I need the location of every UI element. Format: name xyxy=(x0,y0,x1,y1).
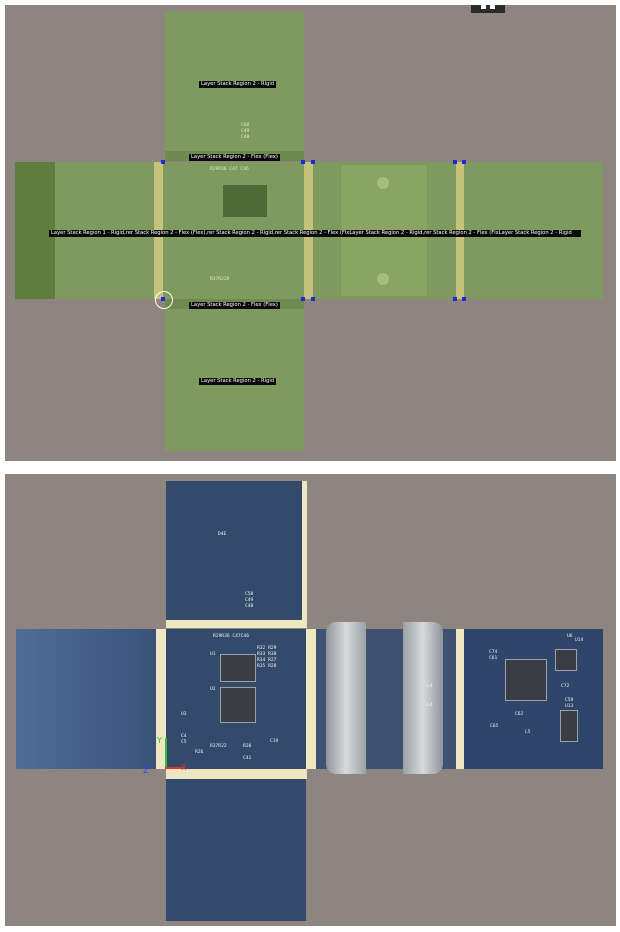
connector-housing xyxy=(326,622,366,774)
flex-stiffener xyxy=(166,620,307,628)
board-2d-viewport[interactable]: Layer Stack Region 2 - Rigid Layer Stack… xyxy=(5,5,616,461)
bend-marker[interactable] xyxy=(462,297,466,301)
designator: C48 xyxy=(245,604,254,609)
flex-stiffener xyxy=(166,769,307,779)
antenna-board xyxy=(16,629,156,769)
designator: C72 xyxy=(561,684,570,689)
antenna-region xyxy=(15,162,55,299)
designator: L5 xyxy=(525,730,531,735)
component-block xyxy=(223,185,267,217)
region-label-top-flex: Layer Stack Region 2 - Flex (Flex) xyxy=(189,154,280,161)
designator: U13 xyxy=(565,704,574,709)
connector-housing xyxy=(403,622,443,774)
designator: C41 xyxy=(243,756,252,761)
origin-crosshair-icon xyxy=(155,291,173,309)
designator: R37R22 xyxy=(210,744,227,749)
axis-z-label: Z xyxy=(143,766,150,776)
flex-stiffener xyxy=(306,629,316,769)
designator: D4E xyxy=(218,532,227,537)
designator: R32 R29 xyxy=(257,646,277,651)
flex-stiffener xyxy=(302,481,307,628)
flex-stiffener xyxy=(156,629,166,769)
bend-marker[interactable] xyxy=(301,160,305,164)
bend-marker[interactable] xyxy=(462,160,466,164)
bend-marker[interactable] xyxy=(311,160,315,164)
designator: R29R36 C47C46 xyxy=(213,634,249,639)
designator: C5 xyxy=(181,740,187,745)
designator: C49 xyxy=(241,129,250,134)
bend-marker[interactable] xyxy=(301,297,305,301)
designator: U6 xyxy=(567,634,573,639)
designator: L4 xyxy=(427,684,433,689)
ic-chip xyxy=(220,654,256,682)
region-label-bottom-flex: Layer Stack Region 2 - Flex (Flex) xyxy=(189,302,280,309)
bend-marker[interactable] xyxy=(453,160,457,164)
designator: C19 xyxy=(270,739,279,744)
ic-chip xyxy=(505,659,547,701)
designator: C61 xyxy=(489,656,498,661)
designator: U3 xyxy=(181,712,187,717)
ic-chip xyxy=(555,649,577,671)
axis-gizmo: Y X Z xyxy=(141,736,187,780)
designator: U2 xyxy=(210,687,216,692)
connector-circle xyxy=(377,273,389,285)
ic-chip xyxy=(560,710,578,742)
board-3d-viewport[interactable]: D4E C50 C49 C48 R29R36 C47C46 R32 R29 R3… xyxy=(5,474,616,926)
designator: C50 xyxy=(245,592,254,597)
designator: R20 xyxy=(243,744,252,749)
bend-marker[interactable] xyxy=(453,297,457,301)
flex-stiffener xyxy=(456,629,464,769)
designator: U1 xyxy=(210,652,216,657)
designator: R35 R28 xyxy=(257,664,277,669)
top-rigid-board[interactable] xyxy=(166,481,306,628)
designator: C62 xyxy=(515,712,524,717)
designator: C08 xyxy=(241,123,250,128)
axis-y-label: Y xyxy=(157,736,162,745)
designator: C65 xyxy=(490,724,499,729)
designator: L4 xyxy=(427,703,433,708)
bend-marker[interactable] xyxy=(161,160,165,164)
connector-circle xyxy=(377,177,389,189)
designator: R37R22R xyxy=(210,277,230,282)
designator: C74 xyxy=(489,650,498,655)
region-label-top-rigid: Layer Stack Region 2 - Rigid xyxy=(199,81,277,88)
designator: R34 R27 xyxy=(257,658,277,663)
designator: C49 xyxy=(245,598,254,603)
designator: C4 xyxy=(181,734,187,739)
designator: R26 xyxy=(195,750,204,755)
bend-marker[interactable] xyxy=(311,297,315,301)
designator: R33 R30 xyxy=(257,652,277,657)
ic-chip xyxy=(220,687,256,723)
region-label-center: Layer Stack Region 1 - Rigid,rer Stack R… xyxy=(49,230,581,237)
designator: U14 xyxy=(575,638,584,643)
region-label-bottom-rigid: Layer Stack Region 2 - Rigid xyxy=(199,378,277,385)
bottom-rigid-board[interactable] xyxy=(166,779,306,921)
axis-x-label: X xyxy=(181,763,187,772)
designator: C48 xyxy=(241,135,250,140)
designator: C58 xyxy=(565,698,574,703)
designator: R29R36 C47 C46 xyxy=(210,167,249,172)
toolbar-icon[interactable] xyxy=(471,5,505,13)
